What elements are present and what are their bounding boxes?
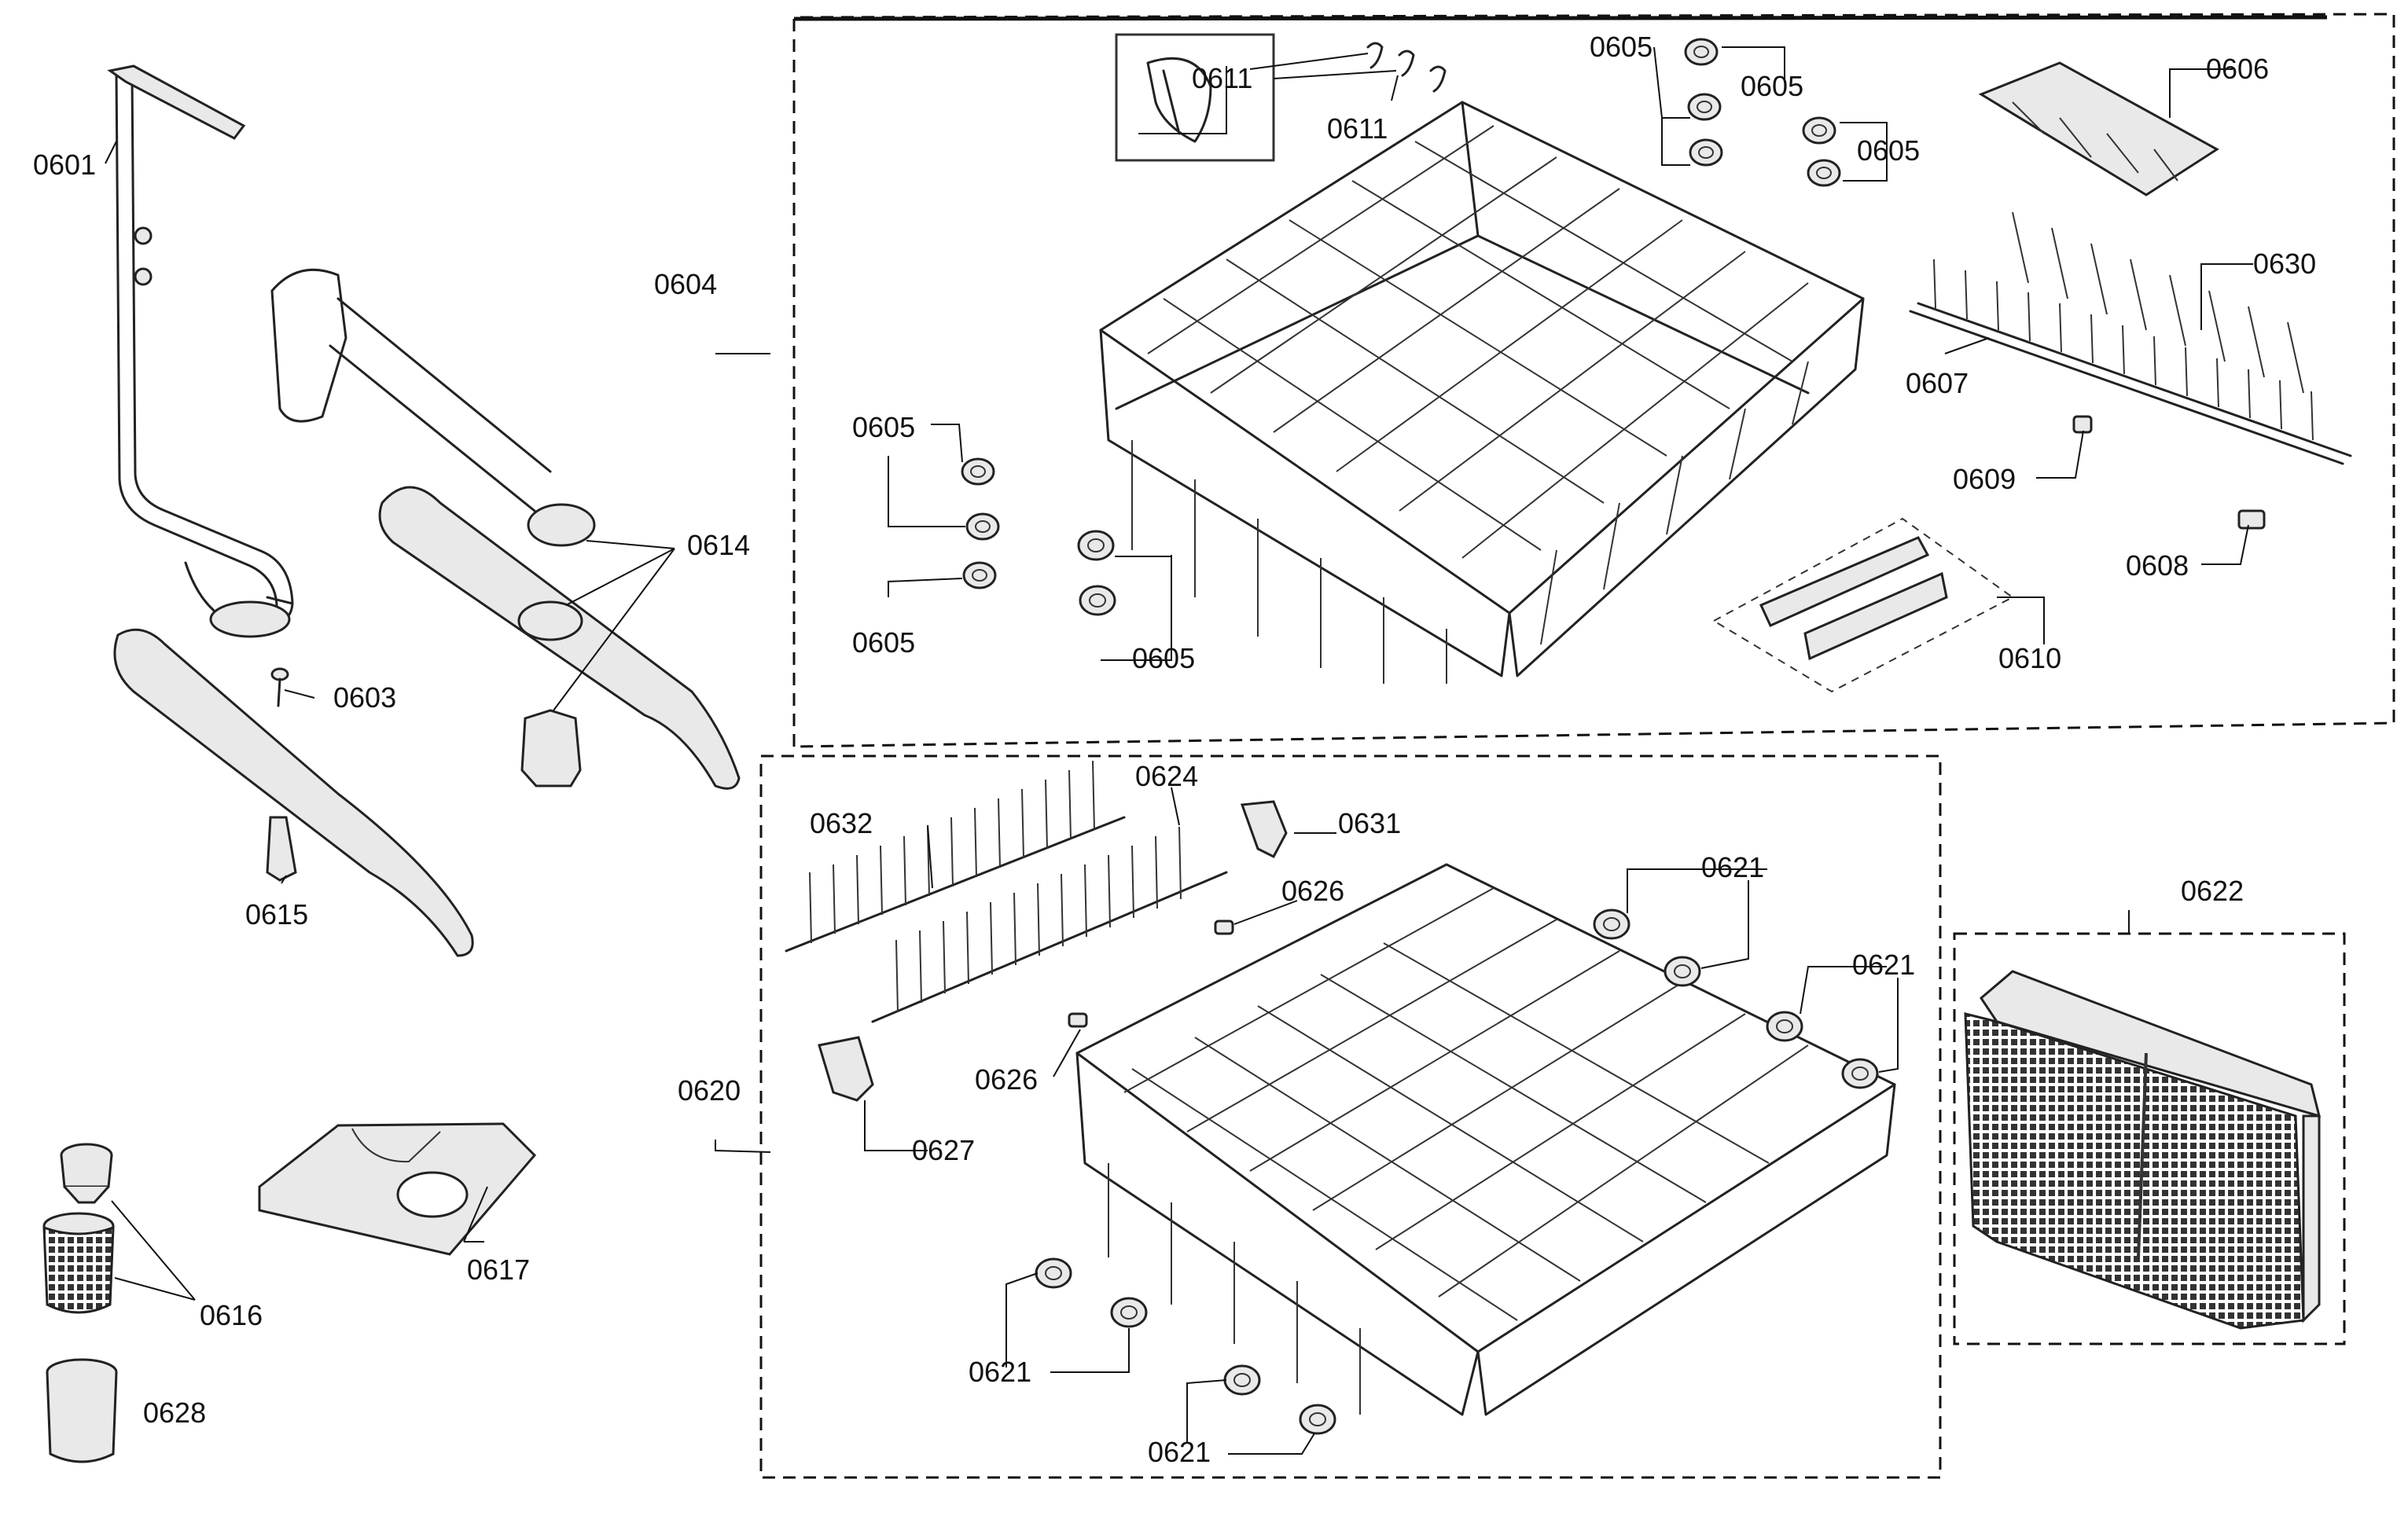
tine-clip-icon	[1068, 1012, 1088, 1028]
upper-roller-icons	[961, 38, 1841, 616]
tine-bracket-icon	[2237, 509, 2266, 530]
label-0626: 0626	[1281, 875, 1344, 907]
tine-holder-icon	[818, 1036, 874, 1102]
spray-supply-pipe-icon	[107, 64, 294, 638]
cutlery-basket-group-box	[1953, 932, 2346, 1345]
label-0607: 0607	[1906, 367, 1969, 399]
label-0626: 0626	[975, 1063, 1038, 1096]
label-0631: 0631	[1338, 807, 1401, 839]
folding-tines-icon	[1909, 211, 2352, 465]
roller-icon	[1684, 38, 1719, 66]
roller-icon	[1766, 1011, 1803, 1042]
label-0605: 0605	[1132, 642, 1195, 674]
label-0617: 0617	[467, 1254, 530, 1286]
label-0624: 0624	[1135, 760, 1198, 792]
label-0609: 0609	[1953, 463, 2016, 495]
fine-filter-icon	[42, 1143, 115, 1314]
label-0616: 0616	[200, 1299, 263, 1331]
screw-icon	[270, 667, 289, 707]
label-0627: 0627	[912, 1134, 975, 1166]
roller-icon	[1077, 530, 1115, 561]
roller-icon	[962, 561, 997, 589]
label-0632: 0632	[810, 807, 873, 839]
label-0611: 0611	[1327, 112, 1388, 145]
lower-tines-icon	[785, 760, 1228, 1023]
label-0615: 0615	[245, 898, 308, 931]
label-0605: 0605	[852, 626, 915, 659]
roller-icon	[1079, 585, 1116, 616]
label-0614: 0614	[687, 529, 750, 561]
part-labels: 0601 0603 0604 0605 0605 0605 0605 0605 …	[33, 31, 2316, 1468]
label-0628: 0628	[143, 1397, 206, 1429]
upper-rack-group-box	[792, 13, 2395, 748]
label-0608: 0608	[2126, 549, 2189, 582]
label-0621: 0621	[1148, 1436, 1211, 1468]
roller-icon	[1110, 1297, 1148, 1328]
roller-icon	[1035, 1257, 1072, 1289]
upper-spray-arm-assembly-icon	[270, 268, 741, 790]
roller-icon	[1841, 1058, 1879, 1089]
label-0622: 0622	[2181, 875, 2244, 907]
tine-clip-icon	[1214, 920, 1234, 935]
label-0621: 0621	[1852, 949, 1915, 981]
label-0621: 0621	[969, 1356, 1031, 1388]
filter-cover-plate-icon	[258, 1122, 537, 1256]
roller-icon	[1807, 159, 1841, 187]
cutlery-basket-icon	[1964, 970, 2322, 1330]
label-0605: 0605	[852, 411, 915, 443]
roller-icon	[1687, 93, 1722, 121]
cup-shelf-icon	[1978, 61, 2219, 196]
roller-icon	[1223, 1364, 1261, 1396]
lower-rack-group-box	[759, 754, 1942, 1479]
label-0603: 0603	[333, 681, 396, 714]
label-0605: 0605	[1857, 134, 1920, 167]
leader-lines	[105, 46, 2253, 1455]
label-0621: 0621	[1701, 851, 1764, 883]
roller-icon	[961, 457, 995, 486]
upper-rack-icon	[1099, 101, 1865, 684]
roller-icon	[965, 512, 1000, 541]
roller-icon	[1664, 956, 1701, 987]
roller-icon	[1593, 908, 1630, 940]
label-0601: 0601	[33, 149, 96, 181]
lower-rack-icon	[1075, 863, 1896, 1416]
label-0611: 0611	[1192, 62, 1252, 94]
label-0606: 0606	[2206, 53, 2269, 85]
label-0610: 0610	[1998, 642, 2061, 674]
label-0605: 0605	[1590, 31, 1653, 63]
tine-clip-icon	[2072, 415, 2093, 434]
clip-detail-box	[1115, 33, 1275, 162]
roller-icon	[1299, 1404, 1336, 1435]
lower-spray-arm-icon	[113, 628, 474, 957]
lower-roller-icons	[1035, 908, 1879, 1435]
label-0605: 0605	[1741, 70, 1803, 102]
small-clips-icon	[1366, 42, 1447, 93]
label-0620: 0620	[678, 1074, 741, 1107]
roller-icon	[1689, 138, 1723, 167]
rack-handle-icon	[1711, 517, 2014, 693]
label-0630: 0630	[2253, 248, 2316, 280]
clip-icon	[1146, 57, 1212, 143]
label-0604: 0604	[654, 268, 717, 300]
micro-filter-icon	[46, 1358, 118, 1463]
roller-icon	[1802, 116, 1836, 145]
tine-holder-icon	[1240, 800, 1288, 858]
